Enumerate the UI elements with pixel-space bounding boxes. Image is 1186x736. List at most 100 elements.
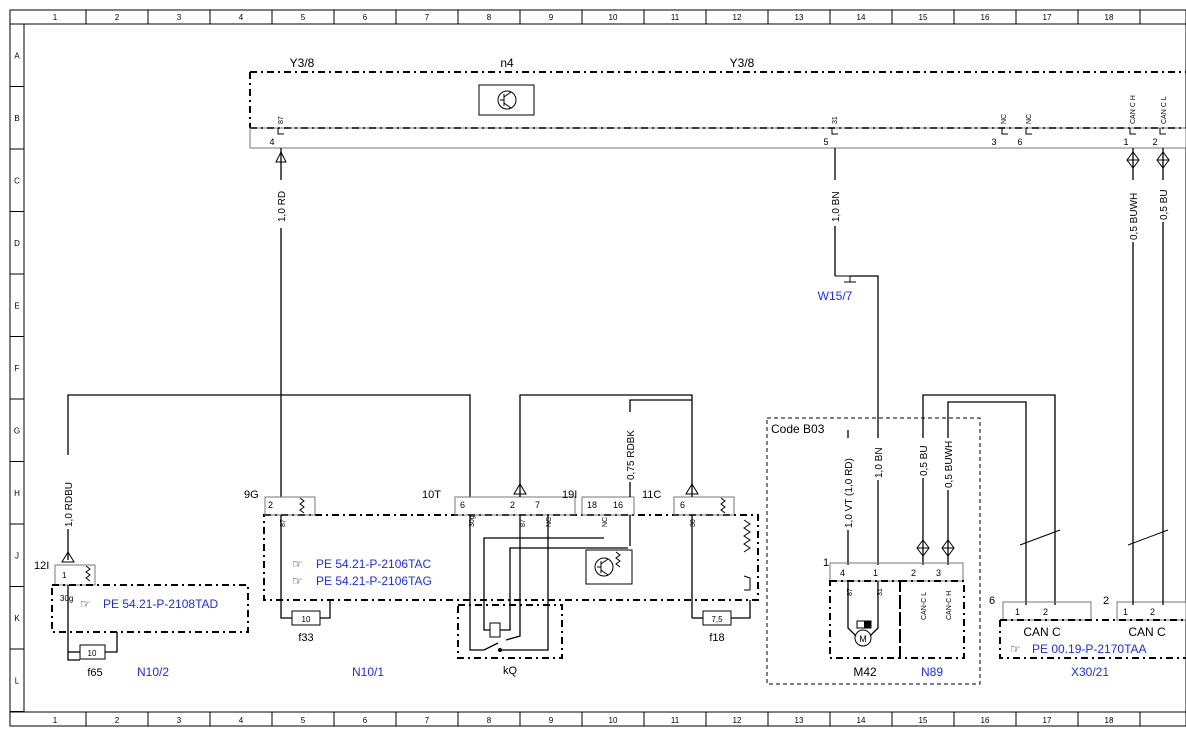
pin-6-10t: 6 (460, 500, 465, 510)
grid-col-5: 5 (301, 716, 306, 725)
grid-col-13: 13 (795, 13, 804, 22)
pin-30g-n101: 30g (469, 515, 476, 527)
grid-col-3: 3 (177, 716, 182, 725)
grid-row-F: F (15, 364, 20, 373)
wire-bu-low (922, 394, 1056, 605)
wire-label-rdbu: 1,0 RDBU (64, 482, 75, 527)
grid-row-G: G (14, 426, 20, 435)
grid-row-E: E (14, 301, 19, 310)
n4-label: n4 (500, 56, 514, 70)
pin-87-n101: 87 (520, 519, 527, 527)
fuse-f33-rating: 10 (302, 615, 311, 624)
grid-row-J: J (15, 551, 19, 560)
pin-30-n101: 30 (690, 519, 697, 527)
pe-icon-4: ☞ (1010, 642, 1021, 656)
wire-buwh-low (947, 401, 1027, 605)
wire-label-rd: 1,0 RD (277, 191, 288, 222)
pin-can-c-h: CAN C H (1130, 95, 1137, 124)
m42-label: M42 (853, 665, 877, 679)
x3021-pin-1b: 1 (1123, 607, 1128, 617)
grid-row-H: H (14, 489, 20, 498)
ref-pe-2106tac[interactable]: PE 54.21-P-2106TAC (316, 557, 432, 571)
grid-col-7: 7 (425, 716, 430, 725)
m42-pin-31: 31 (877, 588, 884, 596)
can-connector-2 (1156, 151, 1170, 169)
conn-10t: 10T (422, 489, 441, 501)
wire-label-bn: 1,0 BN (831, 191, 842, 222)
grid-row-L: L (15, 676, 20, 685)
grid-row-D: D (14, 239, 20, 248)
n89-pin-can-h: CAN-C H (946, 591, 953, 620)
n4-pin-4: 4 (269, 137, 274, 147)
grid-col-15: 15 (919, 716, 928, 725)
m42-pin-1: 1 (873, 568, 878, 578)
code-b03-box (766, 417, 981, 685)
motor-icon (854, 629, 872, 647)
n102-outline (51, 584, 249, 633)
grid-col-6: 6 (363, 716, 368, 725)
m42-pin-87: 87 (847, 588, 854, 596)
f65-label: f65 (87, 667, 102, 679)
grid-col-11: 11 (671, 13, 680, 22)
n4-pin-2: 2 (1152, 137, 1157, 147)
f33-label: f33 (298, 632, 313, 644)
n89-pin-2: 2 (911, 568, 916, 578)
n4-pin-6: 6 (1017, 137, 1022, 147)
conn-9g: 9G (244, 489, 259, 501)
n4-pin-3: 3 (991, 137, 996, 147)
n102-pin-30g: 30g (60, 594, 73, 603)
fuse-f65-rating: 10 (88, 649, 97, 658)
x3021-label: X30/21 (1071, 665, 1109, 679)
pin-nc-2: NC (1026, 114, 1033, 124)
pin-nc-n101-b: NC (602, 517, 609, 527)
grid-col-16: 16 (981, 13, 990, 22)
n4-pin-1: 1 (1123, 137, 1128, 147)
grid-row-B: B (14, 114, 19, 123)
ref-pe-2108tad[interactable]: PE 54.21-P-2108TAD (103, 597, 219, 611)
wire-label-buwh-low: 0,5 BUWH (944, 441, 955, 488)
can-connector-1 (1126, 151, 1140, 169)
motor-symbol: M (859, 634, 867, 644)
wire-label-bn-low: 1,0 BN (874, 447, 885, 478)
grid-col-2: 2 (115, 716, 120, 725)
grid-col-8: 8 (487, 716, 492, 725)
pin-can-c-l: CAN C L (1161, 96, 1168, 124)
ref-pe-2106tag[interactable]: PE 54.21-P-2106TAG (316, 574, 432, 588)
conn-1: 1 (823, 557, 829, 569)
grid-col-9: 9 (549, 13, 554, 22)
n102-label: N10/2 (137, 665, 169, 679)
n89-pin-3: 3 (936, 568, 941, 578)
wire-label-buwh-top: 0,5 BUWH (1129, 193, 1140, 240)
fuse-f18-rating: 7,5 (711, 615, 723, 624)
grid-row-K: K (14, 614, 20, 623)
grid-col-14: 14 (857, 13, 866, 22)
pin-2-10t: 2 (510, 500, 515, 510)
grid-col-15: 15 (919, 13, 928, 22)
wire-rdbk (629, 399, 692, 497)
n4-pin-5: 5 (823, 137, 828, 147)
transistor-symbol-n4 (478, 84, 535, 116)
wire-label-bu-low: 0,5 BU (919, 445, 930, 476)
grid-col-14: 14 (857, 716, 866, 725)
pin-nc-n101-a: NC (546, 517, 553, 527)
grid-col-4: 4 (239, 716, 244, 725)
wire-label-bu-top: 0,5 BU (1159, 189, 1170, 220)
grid-row-C: C (14, 176, 20, 185)
w157-label: W15/7 (818, 289, 853, 303)
grid-col-10: 10 (609, 716, 618, 725)
grid-col-17: 17 (1043, 716, 1052, 725)
grid-col-1: 1 (53, 716, 58, 725)
ref-pe-2170taa[interactable]: PE 00.19-P-2170TAA (1032, 642, 1147, 656)
conn-11c: 11C (642, 489, 661, 501)
pin-16: 16 (613, 500, 623, 510)
grid-col-13: 13 (795, 716, 804, 725)
grid-col-6: 6 (363, 13, 368, 22)
grid-col-3: 3 (177, 13, 182, 22)
n89-label: N89 (921, 665, 943, 679)
conn-19i: 19I (562, 489, 577, 501)
grid-col-18: 18 (1105, 13, 1114, 22)
